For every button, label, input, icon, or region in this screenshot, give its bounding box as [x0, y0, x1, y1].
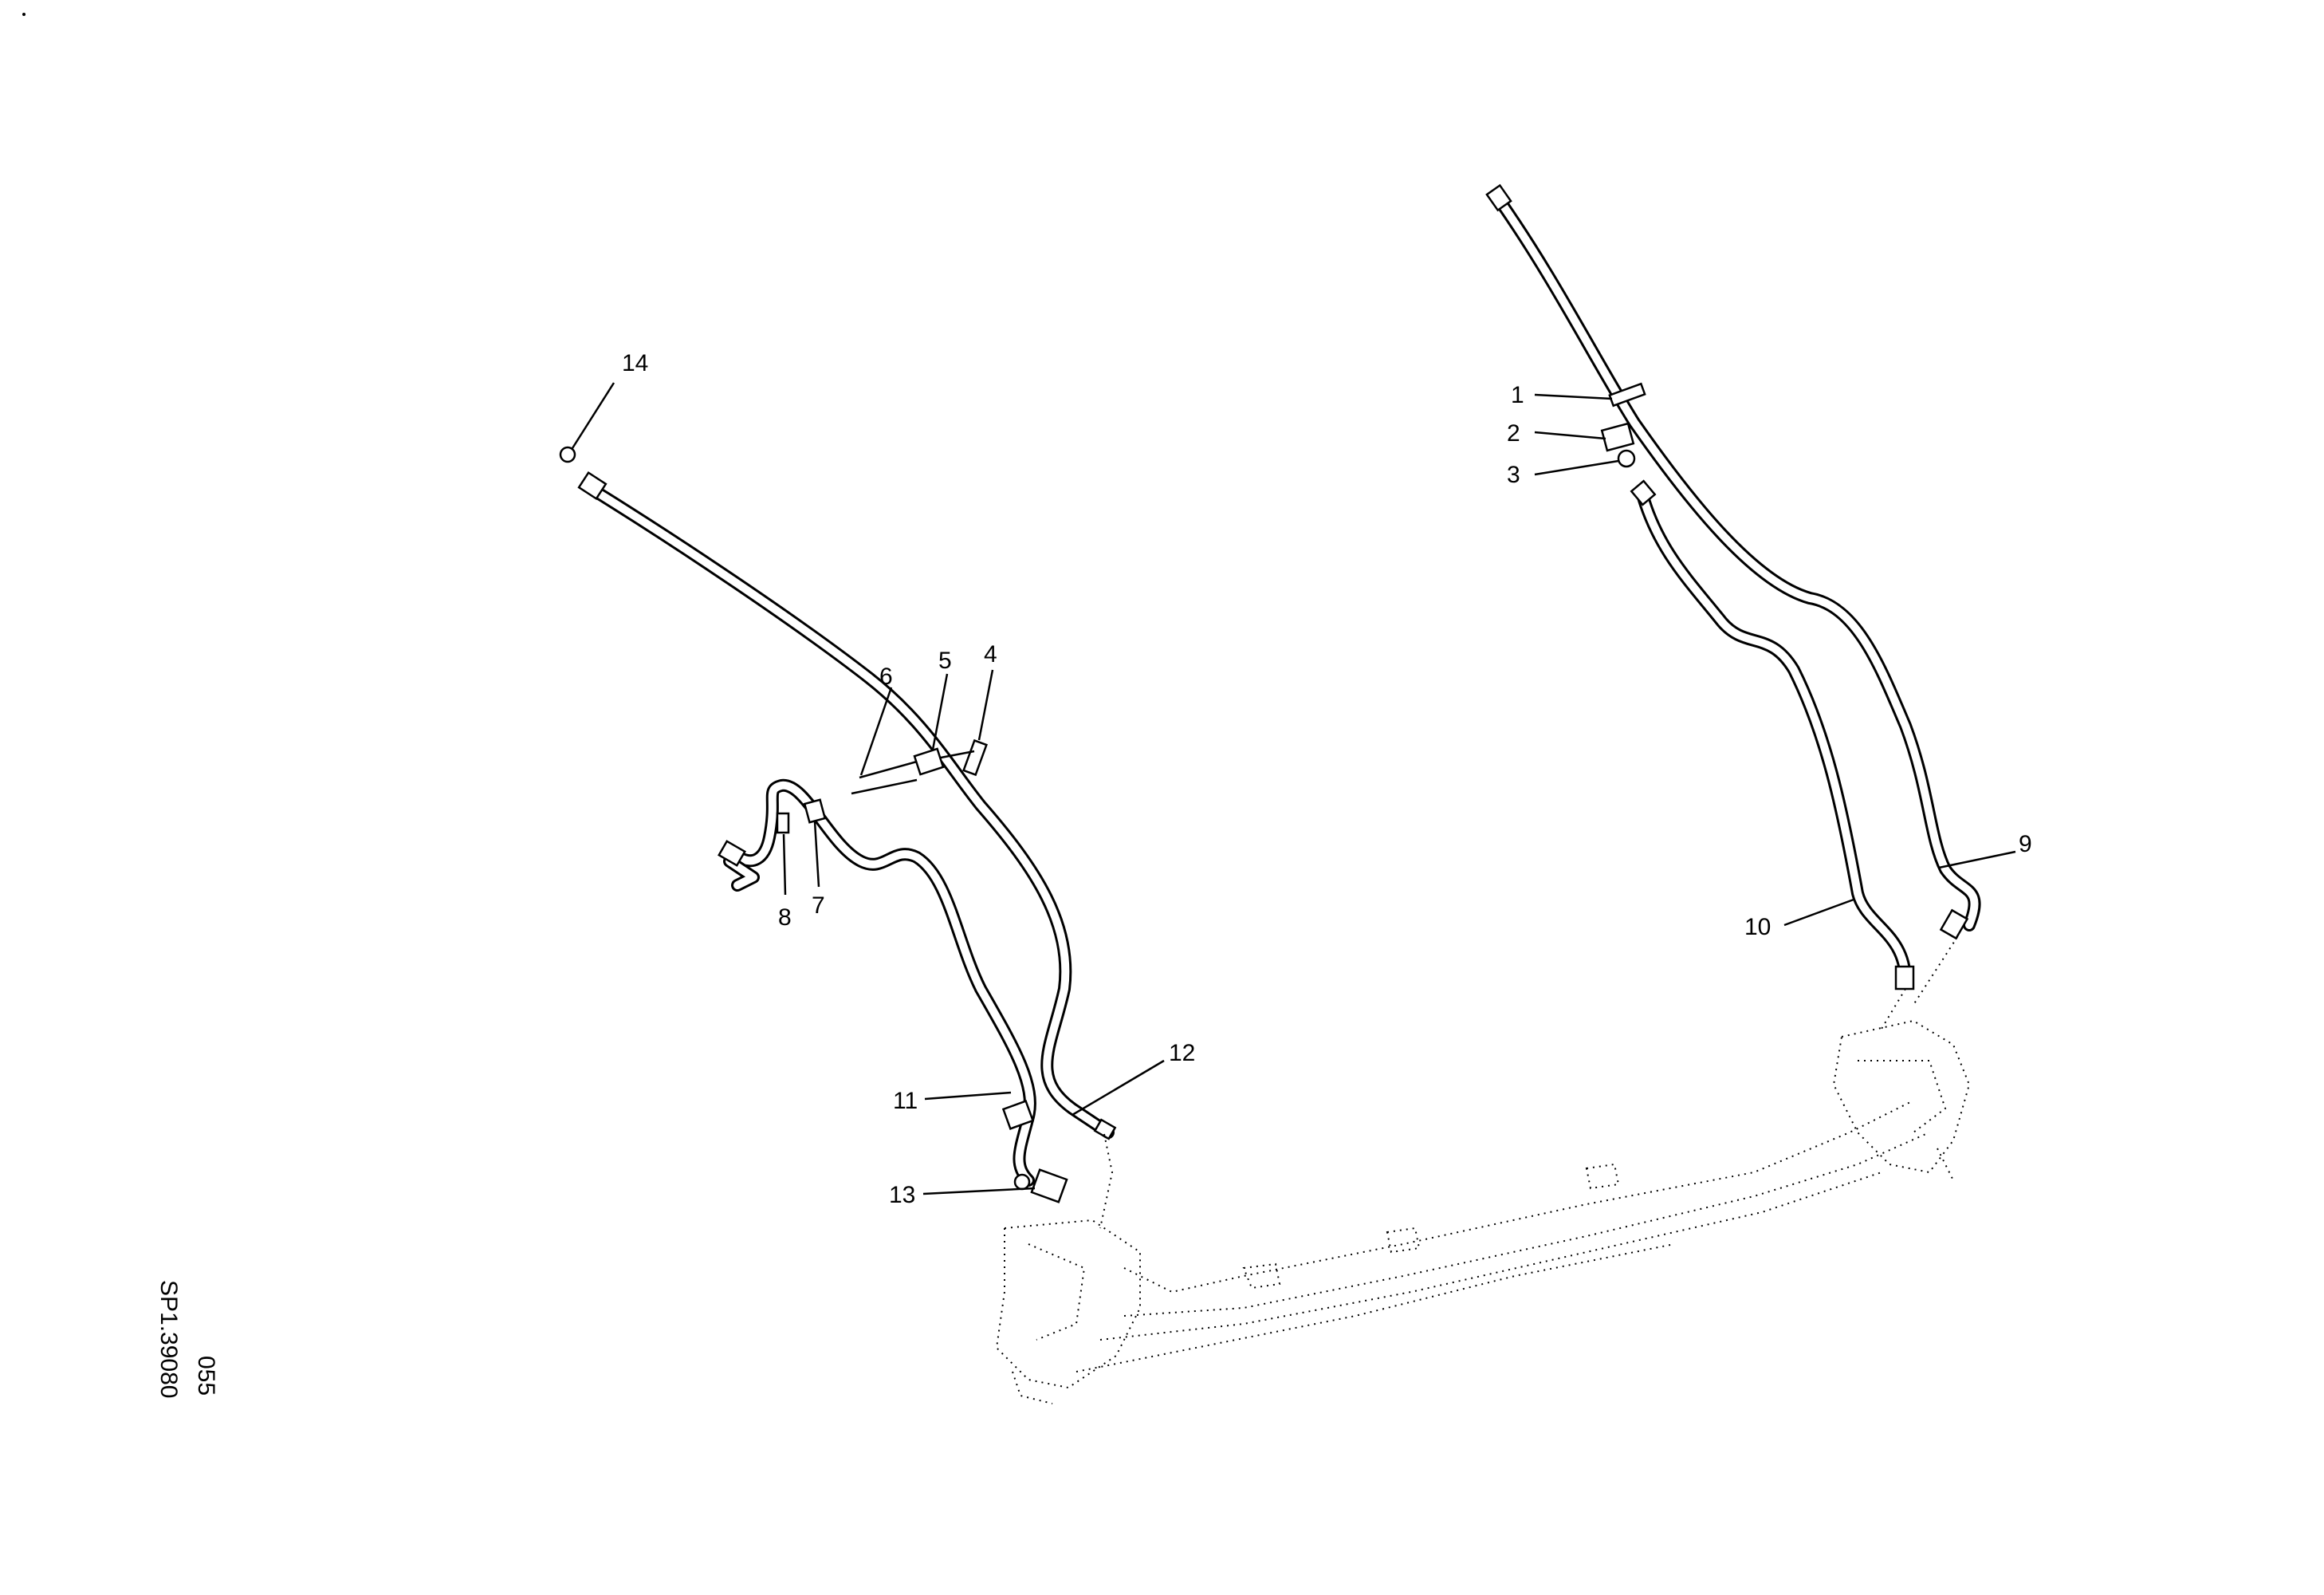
clamp-plate-1 [1608, 382, 1646, 408]
fitting-hose-9-top [1485, 183, 1512, 212]
fitting-13-nut [1013, 1173, 1031, 1191]
dotted-axle-context [995, 936, 1971, 1404]
hose-9-core [1495, 195, 1979, 929]
callout-13: 13 [889, 1182, 915, 1208]
hose-11-outline [727, 778, 1036, 1187]
leader-1 [1534, 393, 1613, 400]
callout-9: 9 [2019, 831, 2032, 857]
callout-5: 5 [938, 648, 952, 674]
fitting-hose-10-bottom [1894, 965, 1915, 990]
hose-12-outline [588, 484, 1115, 1139]
callout-6: 6 [879, 664, 893, 690]
leader-5 [931, 673, 949, 750]
drawing-code-line1: SP1.39080 [155, 1280, 182, 1399]
leader-10 [1783, 898, 1854, 927]
drawing-code: SP1.39080 [155, 1280, 182, 1398]
drawing-code-sub: 055 [192, 1356, 219, 1396]
callout-7: 7 [812, 892, 825, 919]
clamp-nut-3 [1617, 449, 1636, 468]
callout-3: 3 [1507, 462, 1520, 488]
leader-14 [571, 382, 615, 449]
leader-11 [924, 1091, 1012, 1101]
callout-10: 10 [1744, 914, 1771, 940]
leader-2 [1534, 431, 1606, 440]
leader-13 [922, 1187, 1036, 1195]
callout-11: 11 [893, 1088, 918, 1114]
leader-12 [1072, 1059, 1165, 1116]
fitting-hose-10-top [1630, 479, 1657, 506]
fitting-top-left [577, 471, 608, 501]
leader-8 [782, 833, 787, 896]
clamp-8 [776, 812, 790, 834]
callout-14: 14 [622, 350, 648, 376]
right-hose-assembly [1485, 183, 1981, 990]
callout-1: 1 [1511, 382, 1524, 408]
clamp-7 [803, 798, 827, 824]
clamp-plate-4 [962, 738, 988, 777]
fitting-hose-11-end [718, 840, 746, 867]
hose-11-core [729, 781, 1034, 1184]
leader-7 [813, 821, 820, 888]
corner-dot [22, 13, 26, 16]
clamp-block-5 [913, 747, 945, 776]
leader-4 [977, 669, 994, 741]
leader-6 [859, 687, 893, 776]
callout-8: 8 [778, 904, 792, 931]
hose-11-sleeve [1001, 1100, 1035, 1130]
clamp-bar [940, 750, 975, 759]
oring-14 [559, 446, 576, 463]
clamp-block-2 [1600, 422, 1635, 452]
fitting-hose-9-bottom [1939, 908, 1969, 940]
leader-3 [1534, 459, 1619, 476]
leader-lines [571, 382, 2016, 1195]
hose-12-core [590, 486, 1112, 1136]
callout-2: 2 [1507, 420, 1520, 447]
clamp-bolt-6a [859, 760, 918, 779]
leader-9 [1938, 850, 2016, 869]
drawing-code-line2: 055 [193, 1356, 219, 1396]
fitting-12-end [1093, 1118, 1117, 1140]
hose-10-core [1638, 490, 1909, 985]
fitting-13 [1030, 1168, 1068, 1203]
left-hose-assembly [559, 446, 1117, 1203]
callout-4: 4 [984, 641, 997, 668]
callout-labels: 14 6 5 4 7 8 11 12 13 1 2 3 9 10 [622, 350, 2032, 1208]
clamp-bolt-6b [851, 778, 918, 795]
callout-12: 12 [1169, 1040, 1195, 1066]
